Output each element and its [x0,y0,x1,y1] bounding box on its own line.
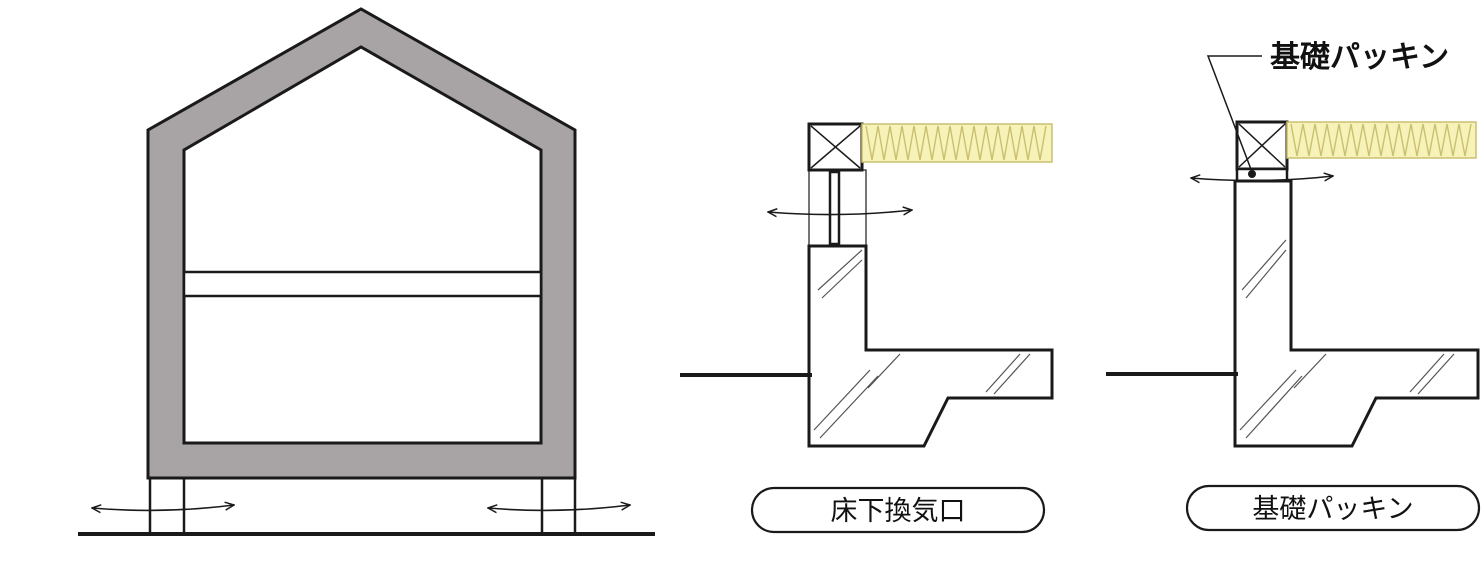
airflow-arrow-left [92,505,234,510]
house-wall [146,7,577,480]
foundation-hatching [1239,239,1455,439]
vent-detail: 床下換気口 [680,122,1054,534]
airflow-arrow [1191,176,1333,181]
foundation-posts [148,478,577,533]
airflow-arrow [768,210,912,215]
callout-leader [1206,55,1262,173]
foundation-body [807,244,1054,448]
packing-detail: 基礎パッキン 基礎パッキン [1106,40,1481,532]
packing-caption-text: 基礎パッキン [1252,494,1413,525]
vent-caption: 床下換気口 [750,486,1046,534]
vent-opening [808,169,867,247]
house-section [78,7,655,536]
foundation-hatching [813,249,1031,439]
foundation-body [1233,179,1480,448]
airflow-arrow-right [488,505,630,510]
floor-band [182,270,543,298]
insulation [861,123,1053,163]
packing-caption: 基礎パッキン [1185,484,1481,532]
insulation [1286,121,1477,159]
packing-callout-text: 基礎パッキン [1270,40,1449,75]
foundation-packing [1235,167,1289,183]
vent-caption-text: 床下換気口 [831,496,966,527]
